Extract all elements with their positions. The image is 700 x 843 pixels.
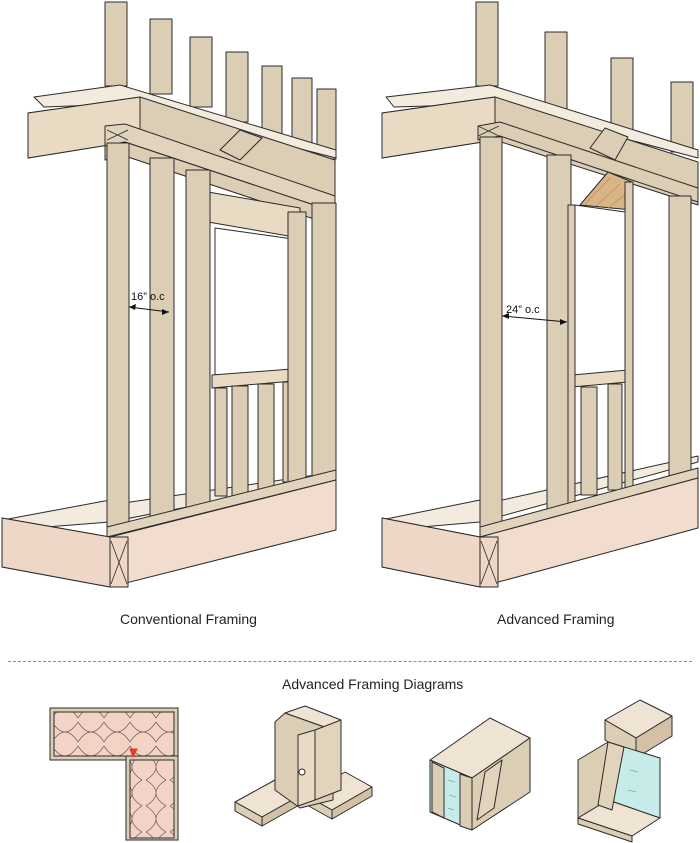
- conventional-spacing-dimension: [128, 304, 170, 315]
- advanced-framing-drawing: [381, 1, 699, 588]
- advanced-spacing-label: 24” o.c: [506, 304, 540, 316]
- advanced-spacing-dimension: [501, 313, 568, 325]
- wall-studs-advanced: [479, 136, 692, 532]
- conventional-framing-drawing: [1, 1, 337, 588]
- section-divider: [8, 661, 692, 662]
- advanced-framing-caption: Advanced Framing: [497, 611, 615, 627]
- upper-floor-studs-advanced: [475, 1, 694, 153]
- conventional-spacing-label: 16” o.c: [131, 291, 165, 303]
- single-top-plate: [477, 121, 699, 203]
- t-wall-intersection-diagram: [234, 705, 373, 827]
- insulated-box-corner-diagram: [577, 699, 673, 843]
- advanced-framing-diagrams-title: Advanced Framing Diagrams: [282, 676, 464, 692]
- wall-studs: [106, 142, 337, 532]
- cripple-studs: [214, 381, 298, 497]
- conventional-framing-caption: Conventional Framing: [120, 611, 257, 627]
- insulated-header-diagram: [429, 717, 531, 831]
- upper-floor-studs: [104, 1, 337, 160]
- cripple-studs-advanced: [580, 383, 623, 496]
- insulated-corner-diagram: [49, 707, 179, 841]
